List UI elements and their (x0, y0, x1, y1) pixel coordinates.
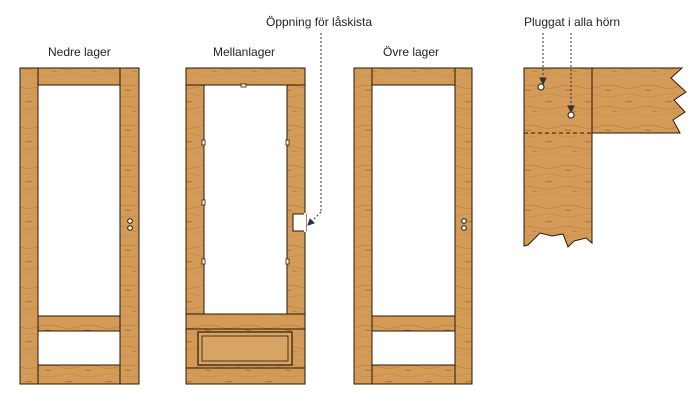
door-nedre-lager (19, 67, 140, 385)
dowel-holes-door1 (127, 218, 133, 231)
stile-right (286, 84, 306, 315)
stile-left (353, 67, 373, 385)
groove-slots (201, 83, 290, 265)
rail-middle (371, 315, 456, 332)
rail-bottom (371, 364, 456, 385)
corner-dowels (537, 83, 575, 119)
label-pluggat-i-alla-horn: Pluggat i alla hörn (524, 15, 621, 29)
label-nedre-lager: Nedre lager (48, 45, 111, 59)
rail-middle (37, 315, 121, 332)
label-ovre-lager: Övre lager (383, 45, 440, 59)
lock-opening (292, 213, 307, 232)
label-mellanlager: Mellanlager (213, 45, 276, 59)
dowel-holes-door3 (461, 218, 467, 231)
stile-left (185, 84, 205, 315)
rail-bottom (37, 364, 121, 385)
label-oppning-for-laskista: Öppning för låskista (266, 15, 373, 29)
rail-top (371, 67, 456, 86)
rail-top (185, 67, 306, 86)
leader-oppning (307, 33, 322, 226)
stile-left (19, 67, 39, 385)
corner-horizontal-piece (591, 67, 687, 134)
lower-panel-inset (186, 328, 305, 369)
corner-vertical-piece (523, 67, 593, 248)
corner-joint-detail (523, 67, 687, 248)
door-ovre-lager (353, 67, 473, 385)
rail-top (37, 67, 121, 86)
leader-plugg (539, 33, 575, 114)
